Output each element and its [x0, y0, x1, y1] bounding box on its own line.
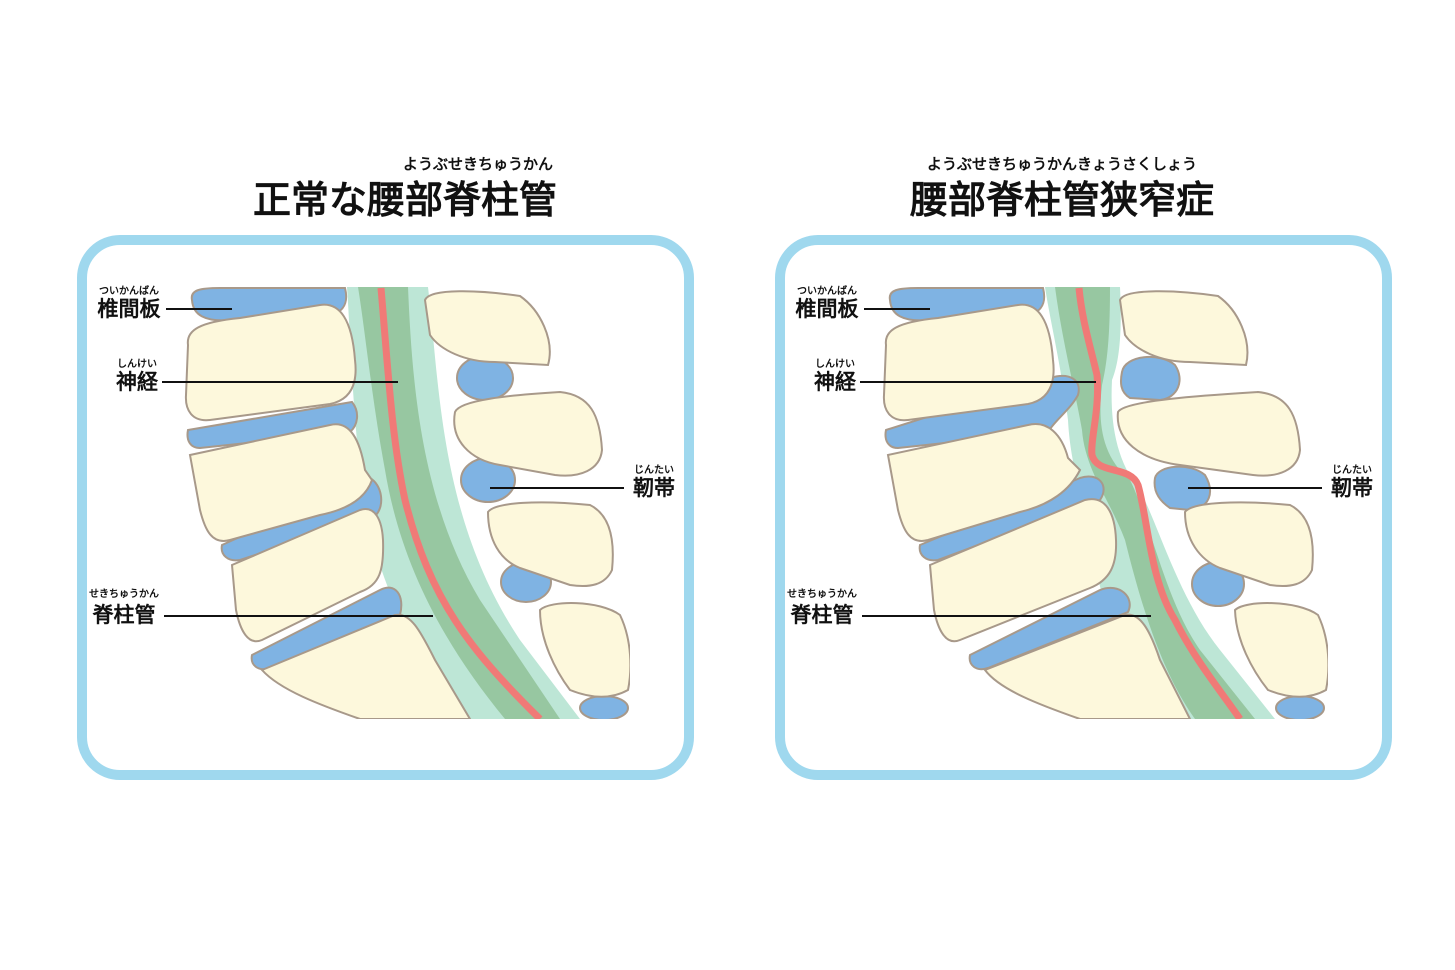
ruby-nerve-stenosis: しんけい: [815, 358, 855, 370]
vertebra-4-normal: [260, 613, 472, 719]
nerve-normal: [377, 287, 543, 719]
label-nerve-normal: 神経: [116, 370, 159, 394]
ligament-2-stenosis: [1153, 465, 1211, 512]
label-canal-normal: 脊柱管: [92, 603, 156, 627]
lamina-3-stenosis: [1183, 501, 1314, 588]
vertebra-3-stenosis: [928, 498, 1118, 643]
ruby-canal-normal: せきちゅうかん: [89, 588, 159, 600]
panel-normal: ようぶせきちゅうかん 正常な腰部脊柱管: [77, 155, 694, 780]
ruby-disc-stenosis: ついかんばん: [797, 284, 857, 297]
spine-stenosis: [882, 287, 1328, 719]
panel-stenosis: ようぶせきちゅうかんきょうさくしょう 腰部脊柱管狭窄症: [775, 155, 1392, 780]
label-ligament-normal: 靭帯: [633, 476, 675, 500]
lamina-2-normal: [453, 390, 604, 477]
spine-normal: [184, 287, 630, 719]
label-disc-normal: 椎間板: [98, 297, 162, 321]
dura-normal: [358, 287, 560, 719]
lamina-2-stenosis: [1116, 390, 1302, 477]
vertebra-2-stenosis: [886, 423, 1082, 542]
label-nerve-stenosis: 神経: [814, 370, 857, 394]
lamina-4-stenosis: [1233, 602, 1328, 698]
lamina-1-stenosis: [1118, 290, 1249, 367]
vertebra-1-stenosis: [882, 303, 1055, 422]
vertebra-2-normal: [188, 423, 374, 542]
label-canal-stenosis: 脊柱管: [790, 603, 854, 627]
vertebra-3-normal: [230, 508, 385, 643]
ruby-ligament-stenosis: じんたい: [1332, 464, 1372, 476]
label-disc-stenosis: 椎間板: [796, 297, 860, 321]
ruby-canal-stenosis: せきちゅうかん: [787, 588, 857, 600]
dura-stenosis: [1055, 287, 1255, 719]
ruby-nerve-normal: しんけい: [117, 358, 157, 370]
disc-4-stenosis: [968, 587, 1131, 671]
spinal-canal-stenosis: [1045, 287, 1275, 719]
title-normal: 正常な腰部脊柱管: [253, 178, 557, 222]
vertebra-1-normal: [184, 303, 357, 422]
title-ruby-stenosis: ようぶせきちゅうかんきょうさくしょう: [927, 155, 1197, 173]
ligament-4-stenosis: [1275, 695, 1325, 719]
ruby-disc-normal: ついかんばん: [99, 284, 159, 297]
title-ruby-normal: ようぶせきちゅうかん: [403, 155, 553, 173]
nerve-stenosis: [1075, 287, 1243, 719]
lamina-3-normal: [486, 501, 614, 588]
lamina-4-normal: [538, 602, 630, 698]
ligament-1-stenosis: [1120, 355, 1181, 402]
label-ligament-stenosis: 靭帯: [1331, 476, 1373, 500]
ligament-4-normal: [579, 695, 629, 719]
vertebra-4-stenosis: [983, 613, 1192, 719]
title-stenosis: 腰部脊柱管狭窄症: [910, 178, 1214, 222]
ruby-ligament-normal: じんたい: [634, 464, 674, 476]
lamina-1-normal: [423, 290, 551, 367]
